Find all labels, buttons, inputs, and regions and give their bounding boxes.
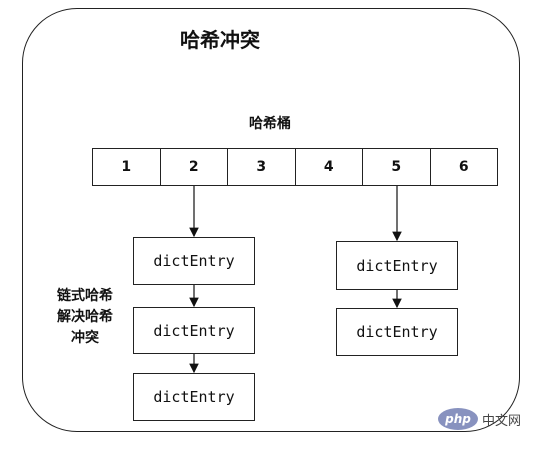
bucket-cell: 6 bbox=[458, 159, 469, 175]
watermark-text: 中文网 bbox=[482, 413, 522, 429]
bucket-cell: 4 bbox=[296, 149, 363, 185]
bucket-array: 1 2 3 4 5 6 bbox=[92, 148, 498, 186]
watermark: php 中文网 bbox=[438, 408, 521, 430]
bucket-cell: 3 bbox=[228, 149, 296, 185]
bucket-cell: 1 bbox=[93, 149, 161, 185]
bucket-cell: 2 bbox=[161, 149, 228, 185]
dict-entry-node: dictEntry bbox=[133, 373, 255, 421]
diagram-frame bbox=[22, 8, 520, 432]
diagram-title: 哈希冲突 bbox=[180, 28, 260, 52]
dict-entry-node: dictEntry bbox=[336, 241, 458, 290]
bucket-array-label: 哈希桶 bbox=[249, 116, 291, 132]
dict-entry-node: dictEntry bbox=[133, 237, 255, 285]
dict-entry-node: dictEntry bbox=[133, 307, 255, 354]
php-logo: php bbox=[438, 408, 478, 430]
chaining-note: 链式哈希 解决哈希 冲突 bbox=[57, 288, 113, 346]
bucket-cell: 5 bbox=[363, 149, 431, 185]
dict-entry-node: dictEntry bbox=[336, 308, 458, 356]
